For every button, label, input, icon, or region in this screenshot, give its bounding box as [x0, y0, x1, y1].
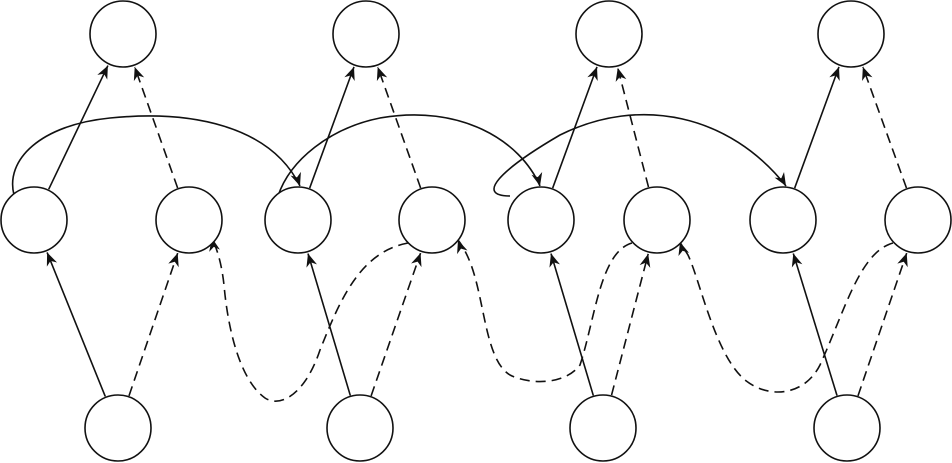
- edge-line: [376, 66, 422, 189]
- node-top-t2: [332, 0, 400, 68]
- arrowhead-icon: [290, 171, 301, 186]
- edge-b1-to-m1a: [46, 252, 107, 397]
- node-middle-m4a: [749, 186, 817, 254]
- edge-line: [862, 66, 908, 189]
- arrowhead-icon: [97, 65, 108, 80]
- arrowhead-icon: [862, 66, 873, 82]
- edge-line: [550, 253, 595, 396]
- edge-m2a-to-t2: [308, 66, 355, 189]
- node-middle-m2a: [264, 186, 332, 254]
- edge-line: [370, 252, 422, 397]
- arrowhead-icon: [549, 253, 560, 268]
- node-bottom-b2: [326, 394, 394, 462]
- edge-line: [857, 252, 908, 397]
- node-middle-m3a: [507, 186, 575, 254]
- edge-m1a-to-m2a: [11, 115, 301, 196]
- edge-line: [211, 237, 409, 402]
- edge-line: [616, 67, 650, 188]
- arrowhead-icon: [897, 253, 908, 268]
- edge-line: [792, 253, 838, 396]
- edge-b2-to-m2b: [370, 252, 422, 397]
- edge-line: [11, 115, 301, 196]
- edge-line: [610, 253, 649, 396]
- edge-m2a-to-m3a: [277, 114, 543, 197]
- arrowhead-icon: [791, 253, 803, 268]
- arrowhead-icon: [344, 66, 355, 81]
- arrowhead-icon: [587, 66, 598, 81]
- edge-line: [457, 239, 633, 383]
- edge-line: [307, 253, 352, 396]
- arrowhead-icon: [615, 67, 627, 82]
- edge-line: [308, 66, 355, 189]
- edge-line: [793, 66, 840, 189]
- arrowhead-icon: [168, 253, 179, 268]
- arrowhead-icon: [457, 240, 468, 255]
- node-middle-m2b: [398, 186, 466, 254]
- edge-m1a-to-t1: [47, 65, 109, 190]
- edge-line: [133, 66, 179, 189]
- node-middle-m4b: [884, 186, 952, 254]
- node-top-t4: [817, 0, 885, 68]
- arrowhead-icon: [133, 66, 145, 82]
- node-middle-m3b: [623, 186, 691, 254]
- edges: [11, 65, 908, 402]
- arrowhead-icon: [829, 66, 840, 81]
- arrowhead-icon: [46, 252, 58, 267]
- edge-line: [47, 65, 109, 190]
- edge-line: [679, 241, 894, 393]
- arrowhead-icon: [639, 253, 651, 268]
- edge-m4b-to-m3b: [678, 241, 894, 393]
- arrowhead-icon: [376, 66, 388, 82]
- edge-b1-to-m1b: [128, 252, 179, 397]
- arrowhead-icon: [531, 172, 543, 186]
- node-bottom-b4: [813, 394, 881, 462]
- edge-b3-to-m3b: [610, 253, 651, 396]
- arrowhead-icon: [774, 172, 786, 186]
- node-top-t1: [89, 0, 157, 68]
- edge-line: [493, 113, 787, 197]
- node-bottom-b1: [84, 394, 152, 462]
- edge-m1b-to-t1: [133, 66, 179, 189]
- node-top-t3: [575, 0, 643, 68]
- edge-m3b-to-m2b: [457, 239, 633, 383]
- arrowhead-icon: [306, 253, 317, 268]
- edge-line: [128, 252, 179, 397]
- edge-m3b-to-t3: [615, 67, 650, 188]
- node-middle-m1a: [0, 186, 68, 254]
- node-middle-m1b: [155, 186, 223, 254]
- edge-m4b-to-t4: [862, 66, 908, 189]
- edge-line: [277, 114, 541, 197]
- arrowhead-icon: [678, 242, 690, 257]
- edge-m2b-to-t2: [376, 66, 422, 189]
- edge-m4a-to-t4: [793, 66, 840, 189]
- edge-line: [46, 252, 107, 397]
- arrowhead-icon: [411, 253, 422, 268]
- edge-b3-to-m3a: [549, 253, 595, 396]
- edge-m3a-to-m4a: [493, 113, 787, 197]
- edge-b4-to-m4a: [791, 253, 838, 396]
- edge-b2-to-m2a: [306, 253, 352, 396]
- node-bottom-b3: [569, 394, 637, 462]
- edge-b4-to-m4b: [857, 252, 908, 397]
